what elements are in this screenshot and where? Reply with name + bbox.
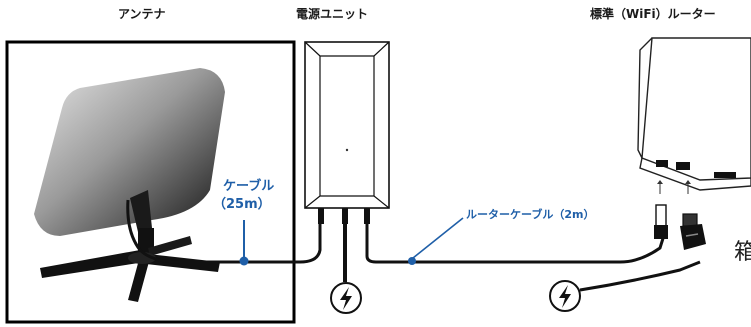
router-label: 標準（WiFi）ルーター bbox=[590, 7, 716, 21]
router-cable-label: ルーターケーブル（2m） bbox=[466, 208, 595, 221]
antenna-frame bbox=[5, 40, 296, 324]
cable-length-label: （25m） bbox=[213, 197, 271, 212]
power-unit-plug-icon bbox=[330, 282, 362, 314]
router-plug-icon bbox=[549, 280, 581, 312]
power-unit-label: 電源ユニット bbox=[296, 7, 369, 21]
router bbox=[637, 37, 751, 191]
router-power-connector bbox=[680, 213, 706, 250]
cable-label: ケーブル bbox=[223, 179, 275, 194]
antenna-dish bbox=[34, 68, 225, 302]
antenna-label: アンテナ bbox=[118, 7, 166, 21]
router-cable bbox=[365, 222, 667, 264]
arrow-up-icon bbox=[657, 180, 691, 194]
router-cable-connector bbox=[654, 204, 668, 239]
router-power-cord bbox=[579, 260, 701, 292]
power-unit bbox=[304, 41, 390, 224]
cable-callout-pointer bbox=[239, 220, 249, 266]
router-cable-callout-pointer bbox=[408, 217, 464, 265]
antenna-cable bbox=[126, 199, 322, 264]
cut-off-text: 箱 bbox=[734, 240, 751, 265]
